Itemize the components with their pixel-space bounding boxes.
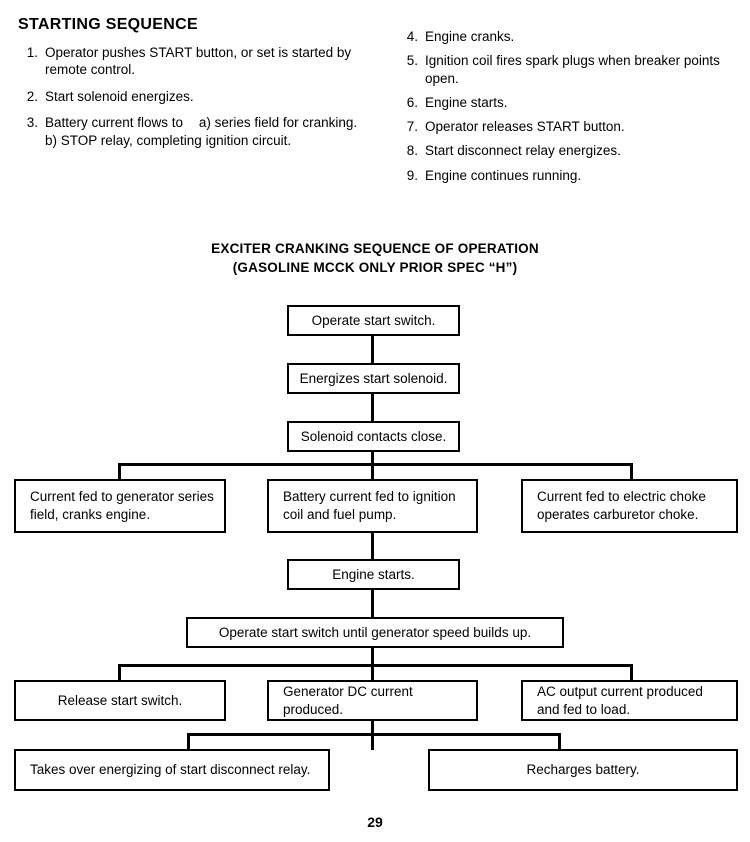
flow-node-label: Operate start switch until generator spe… [218,624,532,640]
flow-node-label: Release start switch. [57,692,183,708]
flow-node-label: Energizes start solenoid. [299,370,448,386]
list-item-text: Engine starts. [425,94,508,110]
list-item: 3. Battery current flows to a) series fi… [18,114,370,150]
list-item-sublist: a) series field for cranking. b) STOP re… [45,115,357,148]
connector-n7-n8 [371,590,374,618]
flow-node-current-fed-electric-choke[interactable]: Current fed to electric choke operates c… [521,479,738,533]
connector-split-bar-3 [187,733,561,736]
flow-node-label: Recharges battery. [526,762,640,778]
flow-node-label: Takes over energizing of start disconnec… [30,762,311,778]
list-item-number: 4. [406,29,418,44]
list-item: 7. Operator releases START button. [398,118,746,135]
list-item: 4. Engine cranks. [398,28,746,45]
list-item: 9. Engine continues running. [398,167,746,184]
connector-n2-n3 [371,394,374,421]
flow-node-ac-output-current[interactable]: AC output current produced and fed to lo… [521,680,738,721]
flow-node-label: Current fed to generator series field, c… [30,489,214,522]
list-item-number: 3. [26,114,38,130]
sublist-item: a) series field for cranking. [198,114,358,130]
flow-node-energizes-start-solenoid[interactable]: Energizes start solenoid. [287,363,460,394]
flow-node-release-start-switch[interactable]: Release start switch. [14,680,226,721]
list-item-number: 8. [406,143,418,159]
flow-node-label: Solenoid contacts close. [300,428,447,444]
flow-node-recharges-battery[interactable]: Recharges battery. [428,749,738,791]
list-item: 5. Ignition coil fires spark plugs when … [398,52,746,87]
connector-split1-left [118,463,121,479]
flow-node-label: Engine starts. [332,566,415,582]
list-item-number: 7. [406,119,418,135]
flow-node-operate-until-speed-builds[interactable]: Operate start switch until generator spe… [186,617,564,648]
starting-sequence-left-column: 1. Operator pushes START button, or set … [18,44,370,159]
flow-node-operate-start-switch[interactable]: Operate start switch. [287,305,460,336]
flow-node-label: Current fed to electric choke operates c… [537,489,706,522]
connector-n1-n2 [371,336,374,363]
list-item-text: Engine continues running. [425,167,582,183]
page-number: 29 [367,814,383,830]
list-item-text: Ignition coil fires spark plugs when bre… [425,53,720,86]
list-item-text: Start disconnect relay energizes. [425,143,621,159]
list-item-lead: Battery current flows to [45,114,184,130]
connector-split3-right [558,733,561,750]
flow-node-label: Operate start switch. [311,312,436,328]
starting-sequence-right-column: 4. Engine cranks. 5. Ignition coil fires… [398,28,746,191]
sublist-item: b) STOP relay, completing ignition circu… [45,132,292,148]
diagram-title: EXCITER CRANKING SEQUENCE OF OPERATION (… [0,240,750,277]
flow-node-label: AC output current produced and fed to lo… [537,683,703,717]
list-item: 1. Operator pushes START button, or set … [18,44,370,79]
list-item-text: Battery current flows to a) series field… [45,114,370,150]
list-item: 6. Engine starts. [398,94,746,111]
flow-node-label: Battery current fed to ignition coil and… [283,489,456,522]
connector-split3-left [187,733,190,750]
flow-node-generator-dc-current[interactable]: Generator DC current produced. [267,680,478,721]
connector-split-bar-2 [118,664,633,667]
connector-n5-n7 [371,533,374,561]
diagram-title-line-2: (GASOLINE MCCK ONLY PRIOR SPEC “H”) [232,259,518,275]
connector-n8-down [371,647,374,680]
connector-split2-right [630,664,633,680]
flow-node-takes-over-energizing[interactable]: Takes over energizing of start disconnec… [14,749,330,791]
list-item-text: Operator pushes START button, or set is … [45,45,352,78]
flow-node-label: Generator DC current produced. [283,683,413,717]
list-item-number: 1. [26,45,38,60]
flow-node-solenoid-contacts-close[interactable]: Solenoid contacts close. [287,421,460,452]
list-item-text: Start solenoid energizes. [45,88,194,104]
connector-split2-left [118,664,121,680]
list-item-number: 6. [406,94,418,110]
list-item-number: 2. [26,88,38,104]
diagram-title-line-1: EXCITER CRANKING SEQUENCE OF OPERATION [211,241,539,256]
list-item-text: Operator releases START button. [425,119,625,135]
list-item: 8. Start disconnect relay energizes. [398,142,746,159]
list-item-number: 9. [406,167,418,183]
flow-node-battery-current-ignition-coil[interactable]: Battery current fed to ignition coil and… [267,479,478,533]
starting-sequence-heading: STARTING SEQUENCE [18,16,198,33]
flow-node-current-fed-generator-series-field[interactable]: Current fed to generator series field, c… [14,479,226,533]
list-item-text: Engine cranks. [425,29,515,44]
flow-node-engine-starts[interactable]: Engine starts. [287,559,460,590]
list-item: 2. Start solenoid energizes. [18,88,370,105]
list-item-number: 5. [406,53,418,69]
connector-split-bar-1 [118,463,633,466]
connector-split1-right [630,463,633,479]
